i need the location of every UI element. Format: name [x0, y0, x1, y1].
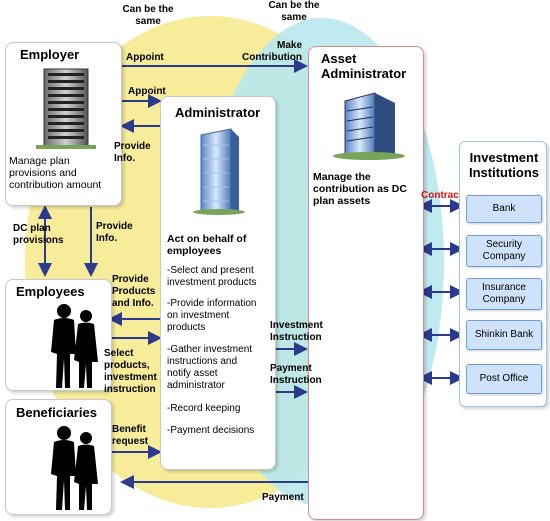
employer-box: Employer Manage plan provisions and cont…: [5, 42, 122, 206]
provide-products-label: Provide Products and Info.: [112, 274, 156, 309]
administrator-box: Administrator Act on behalf of employees…: [160, 96, 276, 470]
administrator-item: -Record keeping: [167, 403, 241, 414]
office-building-icon: [36, 68, 96, 149]
employees-title: Employees: [16, 284, 85, 299]
administrator-item: -Gather investment instructions and noti…: [167, 344, 253, 391]
payment-instruction-label: Payment Instruction: [270, 363, 322, 386]
make-contribution-label: Make Contribution: [242, 40, 302, 63]
beneficiaries-title: Beneficiaries: [16, 405, 97, 420]
employees-box: Employees: [5, 279, 112, 391]
employer-description: Manage plan provisions and contribution …: [9, 155, 102, 191]
institution-bank: Bank: [466, 195, 542, 223]
payment-label: Payment: [262, 492, 304, 503]
asset-administrator-title: Asset Administrator: [321, 51, 407, 81]
administrator-item: -Select and present investment products: [167, 265, 257, 288]
employer-title: Employer: [20, 47, 80, 62]
administrator-item: -Provide information on investment produ…: [167, 298, 257, 333]
investment-institutions-title: Investment Institutions: [468, 150, 540, 180]
provide-info-down-label: Provide Info.: [96, 221, 133, 244]
administrator-item: -Payment decisions: [167, 425, 255, 436]
institution-insurance-company: Insurance Company: [466, 278, 542, 310]
beneficiaries-box: Beneficiaries: [5, 399, 112, 515]
asset-administrator-description: Manage the contribution as DC plan asset…: [313, 171, 407, 207]
appoint-mid-label: Appoint: [128, 86, 166, 97]
people-silhouette-icon: [51, 426, 98, 510]
dc-plan-provisions-label: DC plan provisions: [13, 223, 64, 246]
provide-info-left-label: Provide Info.: [114, 141, 151, 164]
office-building-icon: [333, 92, 405, 160]
investment-instruction-label: Investment Instruction: [270, 320, 323, 343]
select-products-label: Select products, investment instruction: [104, 348, 157, 395]
appoint-top-label: Appoint: [126, 52, 164, 63]
investment-institutions-box: Investment Institutions: [459, 141, 547, 407]
administrator-heading: Act on behalf of employees: [167, 233, 247, 257]
contract-label: Contract: [421, 190, 463, 201]
can-be-same-right-label: Can be the same: [268, 0, 320, 23]
institution-post-office: Post Office: [466, 364, 542, 394]
benefit-request-label: Benefit request: [112, 424, 149, 447]
asset-administrator-box: Asset Administrator Manage the contribut…: [308, 46, 424, 520]
people-silhouette-icon: [51, 304, 98, 388]
administrator-title: Administrator: [175, 105, 261, 120]
can-be-same-left-label: Can be the same: [122, 4, 174, 27]
institution-security-company: Security Company: [466, 235, 542, 267]
glass-tower-icon: [193, 128, 245, 215]
institution-shinkin-bank: Shinkin Bank: [466, 320, 542, 350]
